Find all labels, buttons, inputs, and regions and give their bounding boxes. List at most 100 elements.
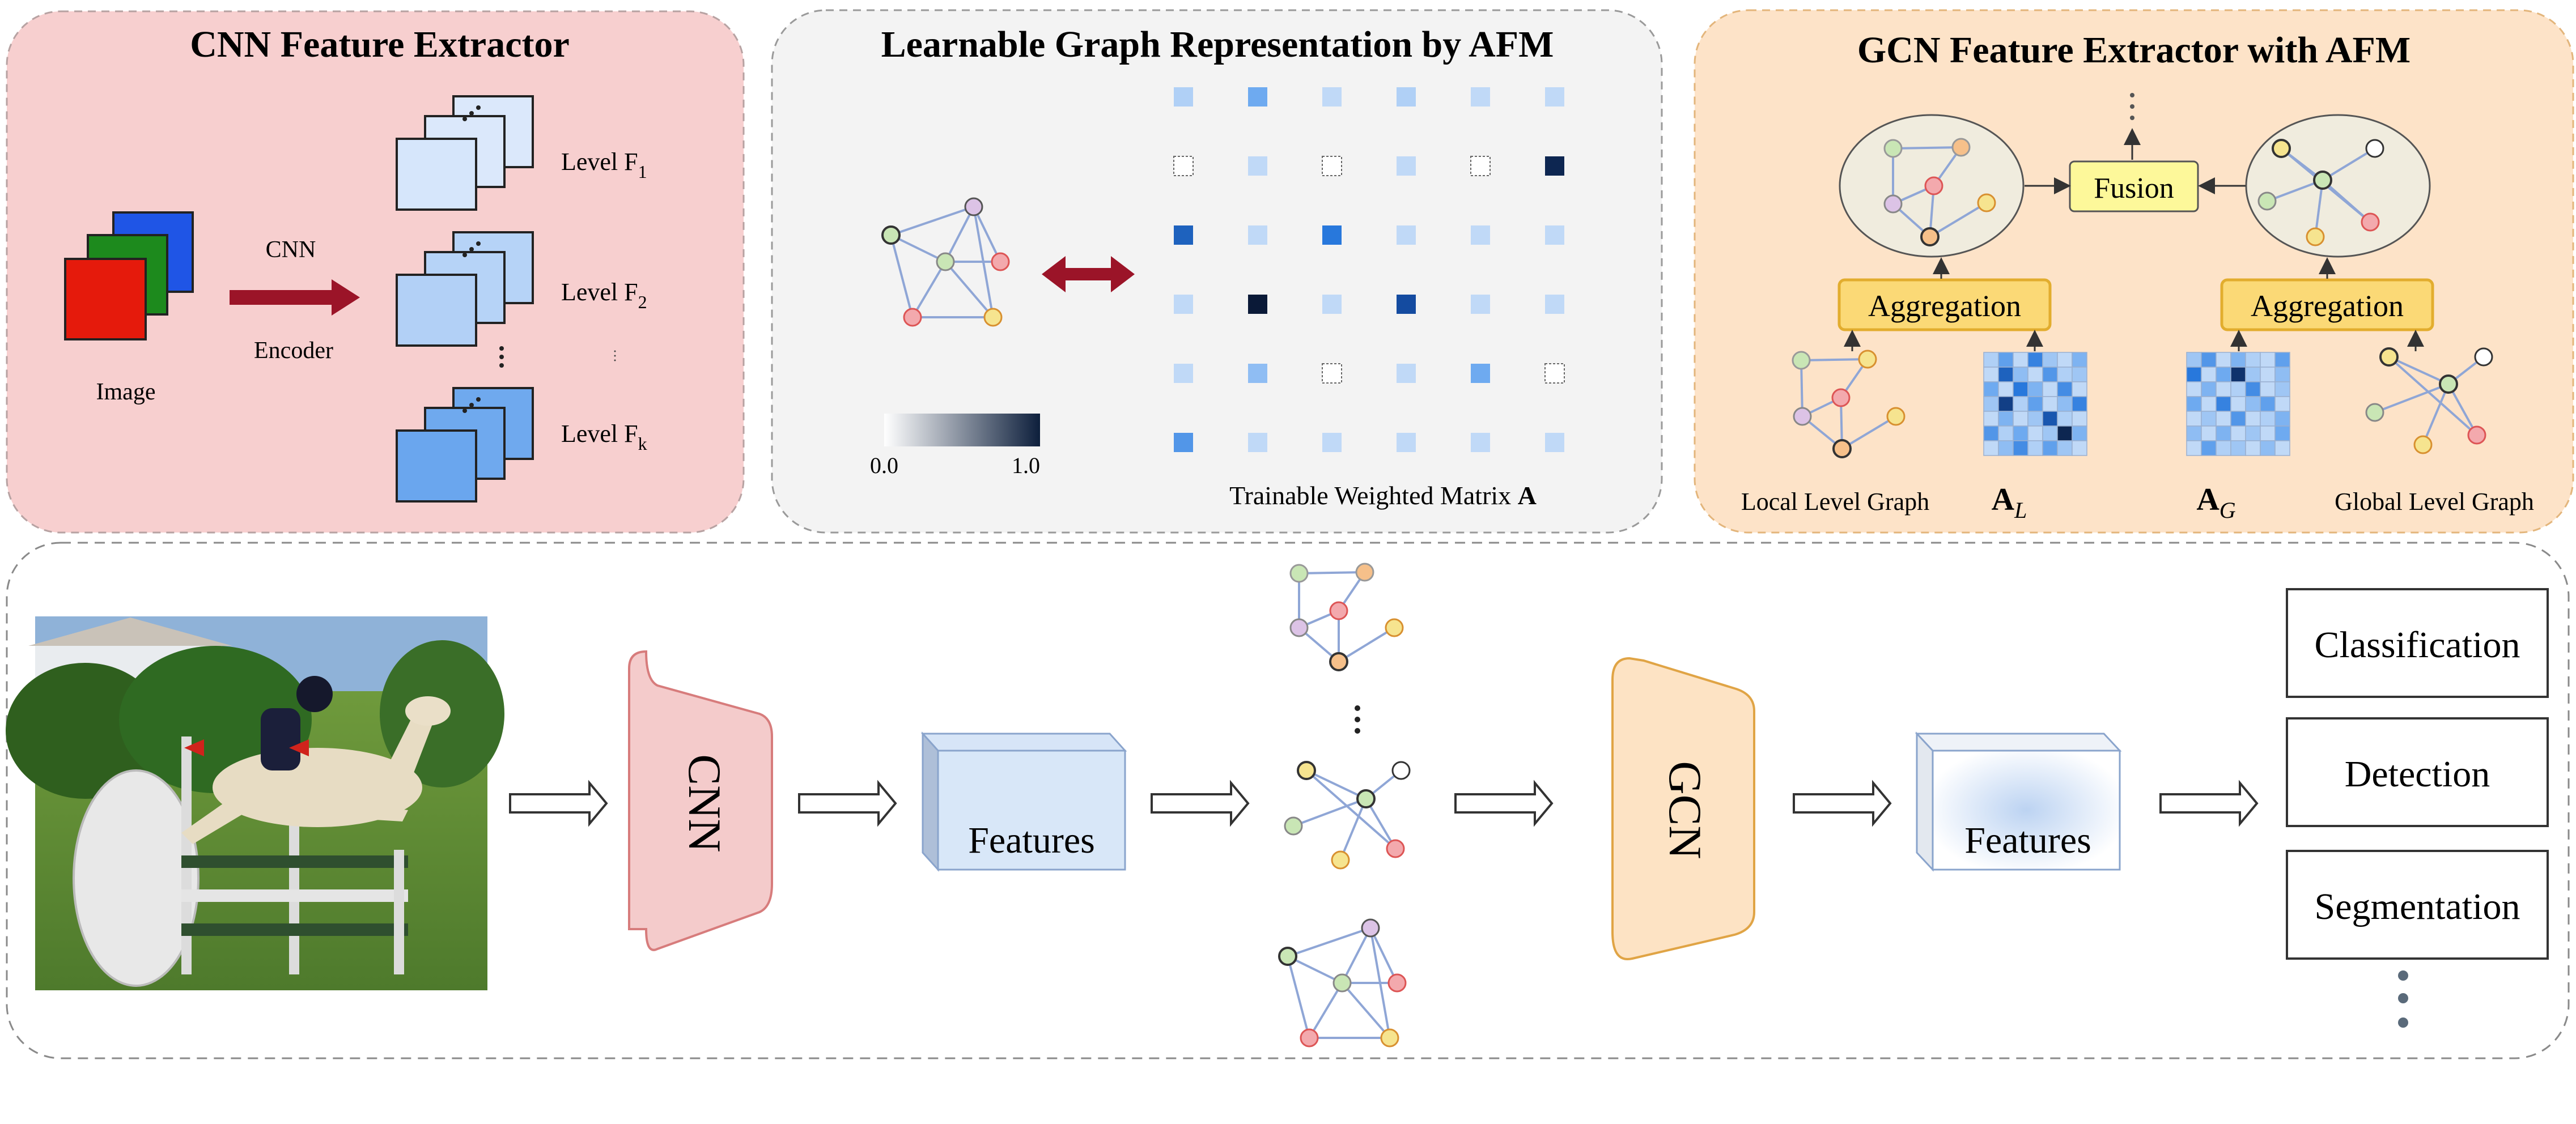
- matrix-cell: [1397, 87, 1416, 107]
- cnn-arrow-label: CNN: [266, 237, 316, 263]
- cnn-panel-title: CNN Feature Extractor: [190, 24, 570, 65]
- matrix-cell: [1322, 363, 1342, 384]
- mini-matrix-cell: [1998, 396, 2014, 412]
- mini-matrix-cell: [1983, 352, 1999, 368]
- matrix-cell: [1397, 156, 1416, 176]
- ag-symbol: AG: [2196, 482, 2235, 523]
- matrix-cell: [1322, 433, 1342, 452]
- mini-matrix-cell: [2013, 381, 2028, 397]
- feature-level-k-stack: [396, 387, 534, 503]
- mini-matrix-cell: [2186, 425, 2202, 441]
- mini-matrix-cell: [2216, 381, 2231, 397]
- al-symbol: AL: [1992, 482, 2027, 523]
- mini-matrix-cell: [2072, 381, 2087, 397]
- matrix-cell: [1545, 295, 1564, 314]
- mini-matrix-cell: [1998, 352, 2014, 368]
- mini-matrix-cell: [2013, 396, 2028, 412]
- pipeline-arrow-2: [798, 780, 897, 827]
- mini-matrix-cell: [1983, 367, 1999, 382]
- matrix-cell: [1248, 364, 1267, 383]
- pipeline-arrow-3: [1151, 780, 1250, 827]
- mini-matrix-cell: [2057, 381, 2073, 397]
- feature-level-1-stack: [396, 95, 534, 211]
- gcn-panel-title: GCN Feature Extractor with AFM: [1857, 29, 2411, 71]
- matrix-cell: [1544, 363, 1565, 384]
- mini-matrix-cell: [2013, 440, 2028, 456]
- mini-matrix-cell: [2245, 381, 2261, 397]
- encoder-label: Encoder: [254, 338, 333, 364]
- continuation-dots: [2130, 93, 2134, 120]
- mini-matrix-cell: [2274, 381, 2290, 397]
- mini-matrix-cell: [1983, 411, 1999, 427]
- mini-matrix-cell: [2230, 367, 2246, 382]
- pipeline-graph-top: [1289, 563, 1404, 671]
- matrix-cell: [1471, 225, 1490, 245]
- mini-matrix-cell: [2274, 425, 2290, 441]
- mini-matrix-cell: [2013, 367, 2028, 382]
- output-label-classification: Classification: [2315, 624, 2520, 666]
- mini-matrix-cell: [2274, 411, 2290, 427]
- colorbar: [884, 414, 1040, 446]
- mini-matrix-cell: [2201, 440, 2217, 456]
- fusion-label: Fusion: [2094, 172, 2174, 205]
- colorbar-max-label: 1.0: [1012, 453, 1040, 478]
- matrix-cell: [1173, 156, 1194, 176]
- mini-matrix-cell: [1983, 425, 1999, 441]
- matrix-cell: [1471, 364, 1490, 383]
- output-label-segmentation: Segmentation: [2315, 886, 2520, 927]
- afm-panel: Learnable Graph Representation by AFM: [771, 9, 1663, 534]
- gcn-block: [1611, 657, 1755, 960]
- matrix-cell: [1248, 87, 1267, 107]
- mini-matrix-cell: [2260, 396, 2276, 412]
- matrix-cell: [1397, 225, 1416, 245]
- mini-matrix-cell: [2274, 352, 2290, 368]
- mini-matrix-cell: [2186, 367, 2202, 382]
- mini-matrix-cell: [2072, 396, 2087, 412]
- mini-matrix-cell: [2057, 367, 2073, 382]
- matrix-cell: [1322, 156, 1342, 176]
- feature-level-2-stack: [396, 231, 534, 347]
- mini-matrix-cell: [2057, 396, 2073, 412]
- global-level-graph-caption: Global Level Graph: [2335, 488, 2534, 516]
- matrix-cell: [1248, 433, 1267, 452]
- matrix-cell: [1248, 225, 1267, 245]
- mini-matrix-cell: [2201, 367, 2217, 382]
- mini-matrix-cell: [2260, 411, 2276, 427]
- cnn-block: [628, 650, 773, 951]
- mini-matrix-cell: [2201, 411, 2217, 427]
- mini-matrix-cell: [2186, 396, 2202, 412]
- outputs-ellipsis: [2398, 970, 2408, 1028]
- mini-matrix-cell: [2057, 352, 2073, 368]
- mini-matrix-cell: [2027, 411, 2043, 427]
- mini-matrix-cell: [2245, 425, 2261, 441]
- mini-matrix-cell: [2216, 440, 2231, 456]
- mini-matrix-cell: [2042, 440, 2058, 456]
- mini-matrix-cell: [2027, 352, 2043, 368]
- mini-matrix-cell: [2260, 367, 2276, 382]
- mini-matrix-cell: [2245, 440, 2261, 456]
- mini-matrix-cell: [2245, 396, 2261, 412]
- afm-panel-title: Learnable Graph Representation by AFM: [881, 24, 1554, 65]
- matrix-cell: [1248, 156, 1267, 176]
- matrix-cell: [1174, 433, 1193, 452]
- aggregation-box-local: [1837, 278, 2052, 331]
- bidirectional-arrow: [1042, 256, 1135, 292]
- matrix-cell: [1174, 295, 1193, 314]
- mini-matrix-cell: [2230, 425, 2246, 441]
- mini-matrix-cell: [2057, 411, 2073, 427]
- image-stack-icon: [64, 211, 194, 340]
- mini-matrix-cell: [2230, 440, 2246, 456]
- gcn-afm-panel: GCN Feature Extractor with AFM: [1694, 9, 2574, 534]
- mini-matrix-cell: [2201, 425, 2217, 441]
- mini-matrix-cell: [2260, 425, 2276, 441]
- global-adjacency-matrix: [2186, 352, 2290, 456]
- matrix-cell: [1471, 433, 1490, 452]
- mini-matrix-cell: [2057, 425, 2073, 441]
- segmentation-box: [2286, 850, 2549, 960]
- aggregation-label-local: Aggregation: [1868, 289, 2021, 323]
- mini-matrix-cell: [2072, 352, 2087, 368]
- pipeline-ellipsis: [1355, 705, 1360, 734]
- matrix-cell: [1322, 225, 1342, 245]
- pipeline-graph-bottom: [1278, 918, 1407, 1048]
